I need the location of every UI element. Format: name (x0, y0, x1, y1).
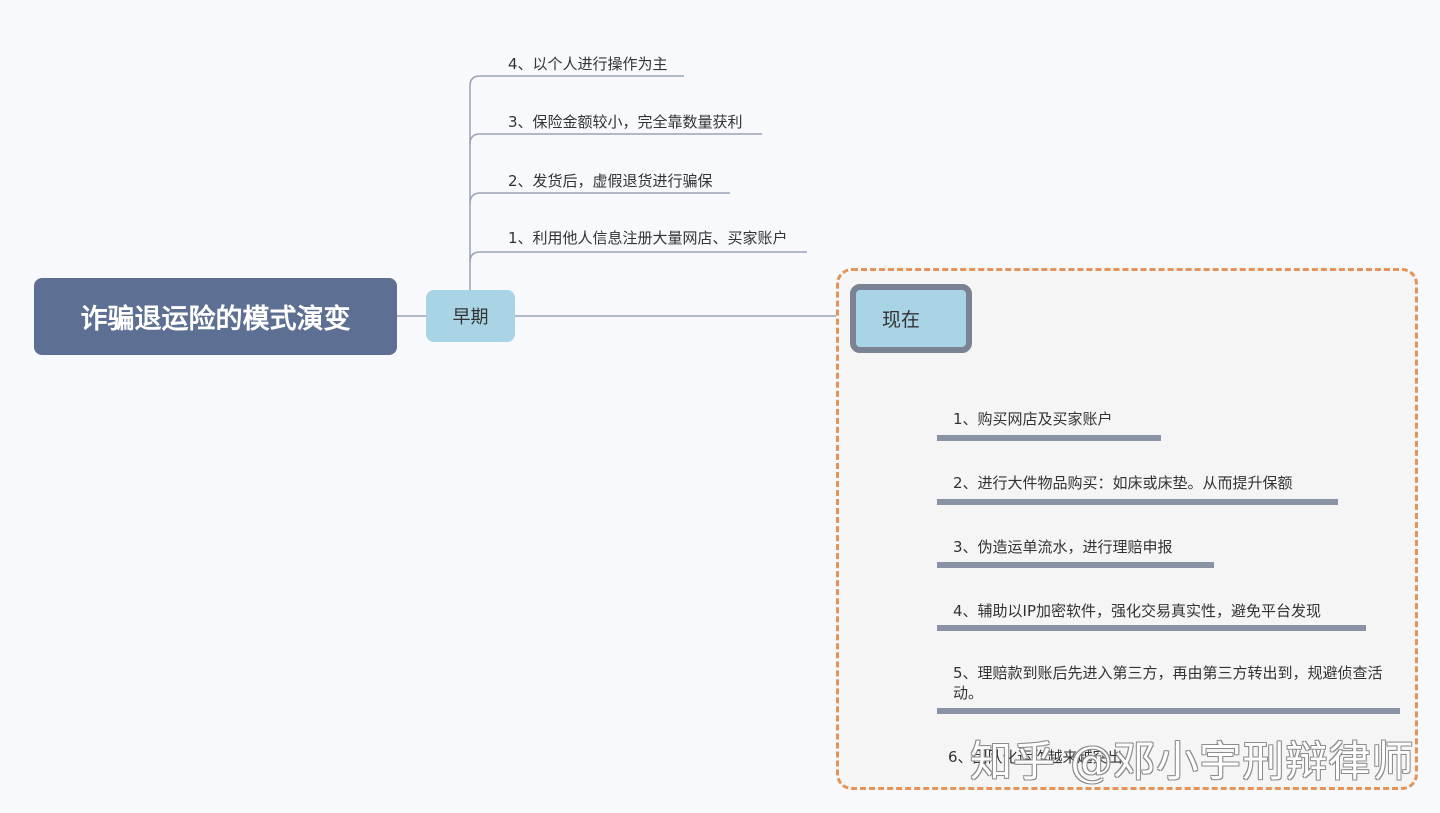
now-item-3[interactable]: 3、伪造运单流水，进行理赔申报 (953, 538, 1173, 556)
now-item-2[interactable]: 2、进行大件物品购买：如床或床垫。从而提升保额 (953, 474, 1293, 492)
topic-now[interactable]: 现在 (850, 284, 972, 353)
early-item-1[interactable]: 1、利用他人信息注册大量网店、买家账户 (508, 229, 788, 247)
now-item-5[interactable]: 5、理赔款到账后先进入第三方，再由第三方转出到，规避侦查活动。 (953, 664, 1383, 702)
now-item-1[interactable]: 1、购买网店及买家账户 (953, 410, 1113, 428)
early-item-3[interactable]: 3、保险金额较小，完全靠数量获利 (508, 113, 743, 131)
now-item-4[interactable]: 4、辅助以IP加密软件，强化交易真实性，避免平台发现 (953, 602, 1322, 620)
highlight-boundary (836, 268, 1418, 790)
topic-early[interactable]: 早期 (426, 290, 515, 342)
early-item-4[interactable]: 4、以个人进行操作为主 (508, 55, 668, 73)
watermark: 知乎 @邓小宇刑辩律师 (970, 737, 1415, 786)
root-topic[interactable]: 诈骗退运险的模式演变 (34, 278, 397, 355)
now-item-6[interactable]: 6、团队化运作越来越突出 (948, 748, 1123, 766)
early-item-2[interactable]: 2、发货后，虚假退货进行骗保 (508, 172, 713, 190)
